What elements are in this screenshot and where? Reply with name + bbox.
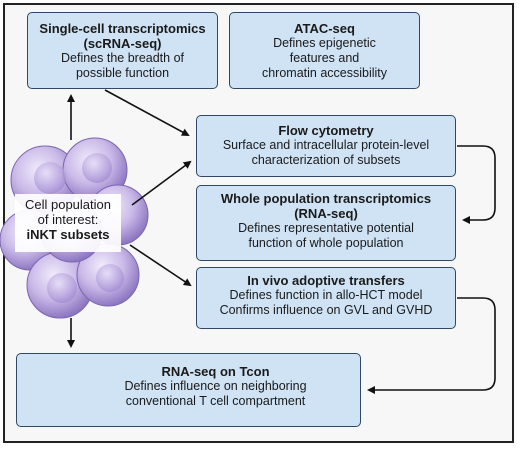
arrow-invivo-to-tcon xyxy=(367,297,496,394)
scrna-desc-2: possible function xyxy=(75,66,170,80)
center-line-1: Cell population xyxy=(24,197,111,212)
in-vivo-box: In vivo adoptive transfers Defines funct… xyxy=(196,267,456,329)
flow-desc-2: characterization of subsets xyxy=(251,153,401,167)
atac-desc-2: features and xyxy=(289,51,360,65)
invivo-title: In vivo adoptive transfers xyxy=(247,273,405,288)
arrow-to-whole xyxy=(131,160,192,206)
scrna-title-2: (scRNA-seq) xyxy=(83,36,162,51)
scrna-title-1: Single-cell transcriptomics xyxy=(39,21,206,36)
arrow-to-invivo xyxy=(129,244,192,287)
tcon-title: RNA-seq on Tcon xyxy=(161,364,270,379)
atac-desc-3: chromatin accessibility xyxy=(261,66,388,80)
flow-title: Flow cytometry xyxy=(278,123,374,138)
atac-desc-1: Defines epigenetic xyxy=(273,36,376,50)
whole-title-1: Whole population transcriptomics xyxy=(220,191,432,206)
invivo-desc-1: Defines function in allo-HCT model xyxy=(229,288,423,302)
tcon-desc-1: Defines influence on neighboring xyxy=(124,379,307,393)
atac-title: ATAC-seq xyxy=(294,21,355,36)
atac-seq-box: ATAC-seq Defines epigenetic features and… xyxy=(229,12,420,89)
arrow-to-flow xyxy=(104,89,190,136)
invivo-desc-2: Confirms influence on GVL and GVHD xyxy=(219,303,433,317)
center-line-3: iNKT subsets xyxy=(26,227,110,242)
cell-population-label: Cell population of interest: iNKT subset… xyxy=(15,194,121,252)
whole-desc-1: Defines representative potential xyxy=(238,221,414,235)
center-line-2: of interest: xyxy=(37,212,99,227)
flow-desc-1: Surface and intracellular protein-level xyxy=(222,138,430,152)
arrow-flow-to-whole xyxy=(457,145,496,224)
tcon-desc-2: conventional T cell compartment xyxy=(125,394,306,408)
flow-cytometry-box: Flow cytometry Surface and intracellular… xyxy=(196,115,456,177)
whole-desc-2: function of whole population xyxy=(248,236,404,250)
arrows xyxy=(67,89,496,394)
scrna-seq-box: Single-cell transcriptomics (scRNA-seq) … xyxy=(27,12,218,89)
scrna-desc-1: Defines the breadth of xyxy=(61,51,184,65)
whole-population-box: Whole population transcriptomics (RNA-se… xyxy=(196,185,456,261)
tcon-box: RNA-seq on Tcon Defines influence on nei… xyxy=(16,353,361,427)
whole-title-2: (RNA-seq) xyxy=(294,206,358,221)
